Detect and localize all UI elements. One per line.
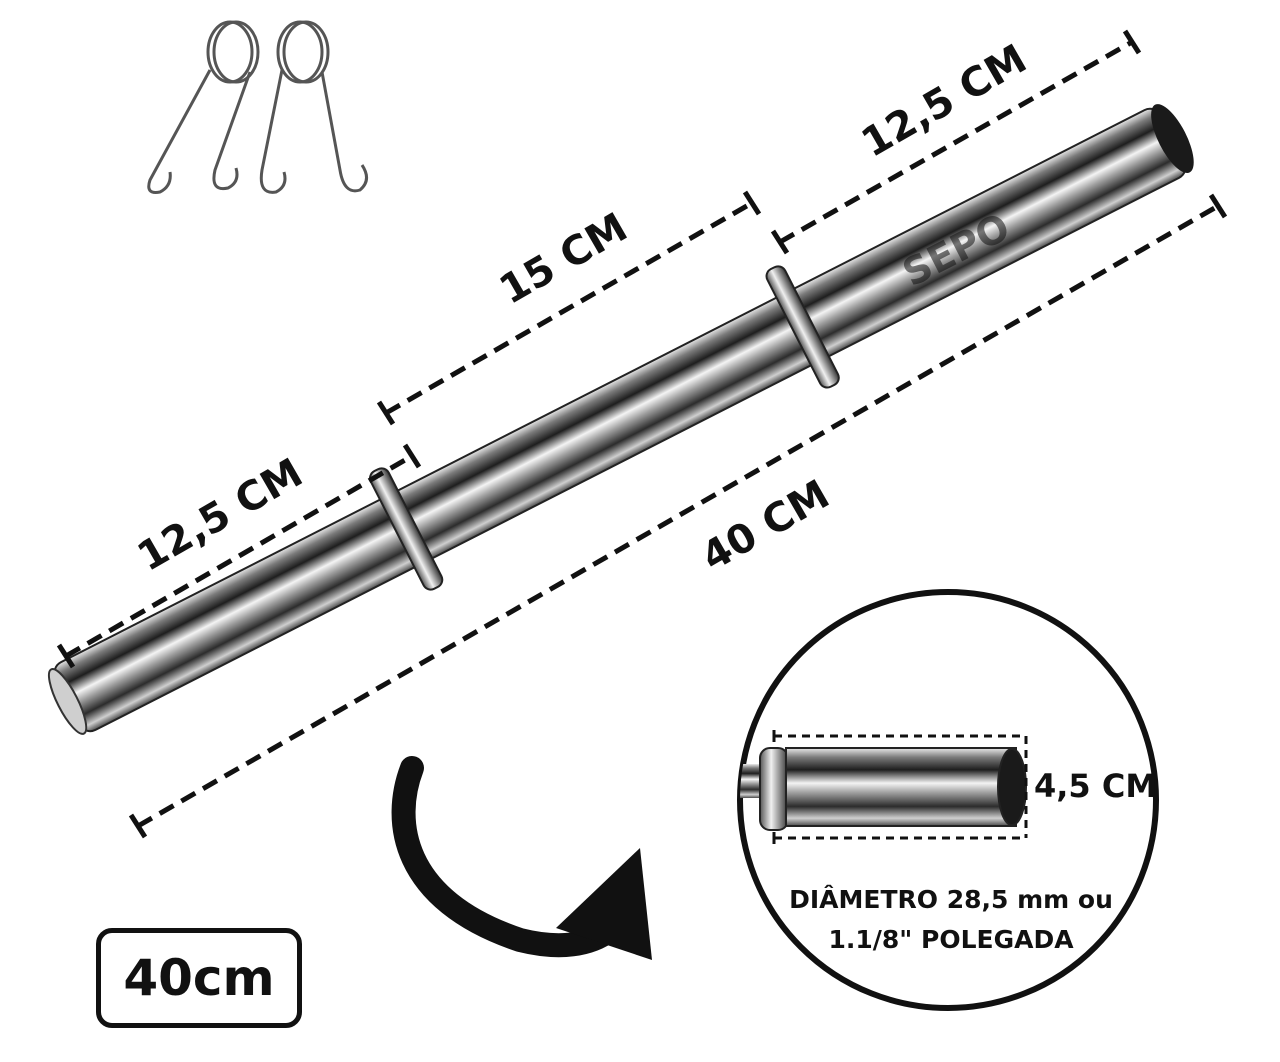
diameter-caption: DIÂMETRO 28,5 mm ou 1.1/8" POLEGADA [748,880,1154,960]
size-badge: 40cm [96,928,302,1028]
diameter-caption-line2: 1.1/8" POLEGADA [828,925,1074,954]
collar-flange-right [765,265,840,389]
curved-arrow-icon [391,756,652,960]
dumbbell-bar: SEPO [47,104,1194,735]
detail-circle: 4,5 CM [737,589,1159,1011]
diameter-height-label: 4,5 CM [1034,767,1157,805]
diameter-dimension: 4,5 CM [772,730,1157,844]
diameter-caption-line1: DIÂMETRO 28,5 mm ou [789,885,1113,914]
dimension-total-label: 40 CM [694,471,837,580]
spring-collar-icon [147,20,368,194]
dimension-middle-label: 15 CM [492,204,635,313]
collar-flange-left [369,467,444,591]
